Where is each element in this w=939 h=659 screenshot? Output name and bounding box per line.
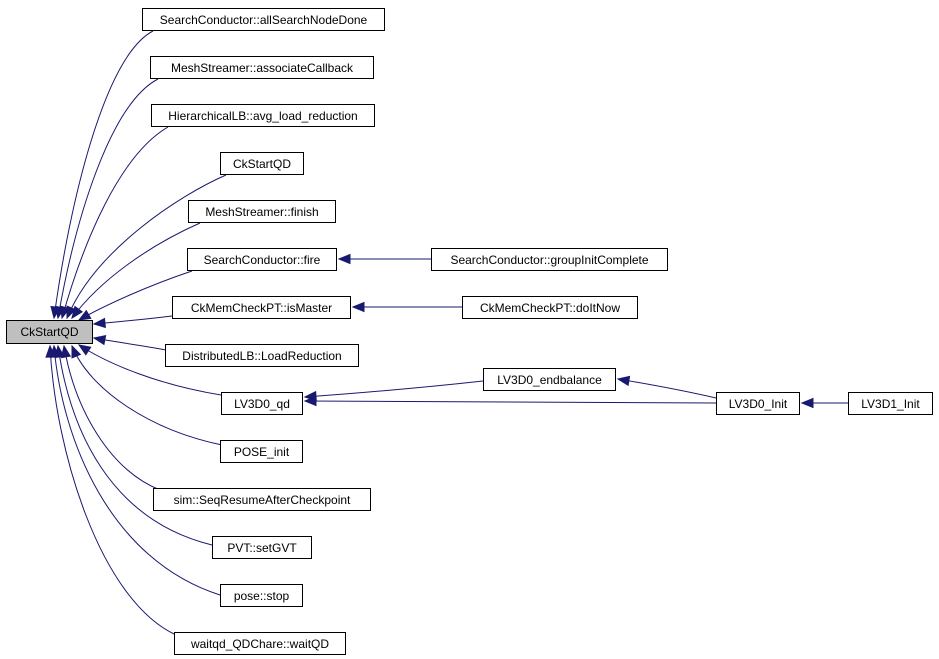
edge-ismaster-arrowhead	[92, 317, 106, 329]
node-search-conductor-fire[interactable]: SearchConductor::fire	[187, 248, 337, 271]
edge-poseinit-arrowhead	[71, 344, 82, 359]
node-lv3d0-endbalance[interactable]: LV3D0_endbalance	[483, 368, 616, 391]
edge-poseinit	[71, 345, 223, 446]
edge-init-to-qd-arrowhead	[303, 395, 317, 407]
edge-ismaster	[93, 315, 173, 325]
edge-lv3d1-to-lv3d0-arrowhead	[800, 397, 814, 409]
edge-waitqd	[49, 345, 177, 636]
edge-finish	[71, 222, 201, 319]
node-distributed-lb-load-reduction[interactable]: DistributedLB::LoadReduction	[165, 344, 359, 367]
node-lv3d1-init[interactable]: LV3D1_Init	[848, 392, 933, 415]
edge-doitnow-arrowhead	[351, 301, 365, 313]
node-lv3d0-qd[interactable]: LV3D0_qd	[221, 392, 303, 415]
node-ckstartqd-root: CkStartQD	[6, 320, 93, 344]
edge-ckstartqd-arrowhead	[66, 305, 77, 320]
edge-lv3d0qd	[78, 344, 222, 396]
node-waitqd-qdchare-waitqd[interactable]: waitqd_QDChare::waitQD	[174, 632, 346, 655]
node-ck-mem-check-pt-is-master[interactable]: CkMemCheckPT::isMaster	[172, 296, 351, 319]
edge-loadreduction-arrowhead	[92, 334, 107, 346]
node-mesh-streamer-finish[interactable]: MeshStreamer::finish	[188, 200, 336, 223]
edge-seqresume	[63, 345, 161, 491]
edge-avgloadreduction	[61, 126, 169, 319]
edge-init-to-endbalance-arrowhead	[616, 375, 631, 387]
node-pvt-set-gvt[interactable]: PVT::setGVT	[212, 536, 312, 559]
node-pose-init[interactable]: POSE_init	[220, 440, 303, 463]
edge-alltosearchnodedone	[53, 30, 154, 319]
node-search-conductor-all-search-node-done[interactable]: SearchConductor::allSearchNodeDone	[142, 8, 385, 31]
edge-endbalance-to-qd	[304, 380, 484, 398]
edge-init-to-qd	[304, 400, 717, 404]
edge-init-to-endbalance	[617, 378, 717, 399]
node-lv3d0-init[interactable]: LV3D0_Init	[716, 392, 800, 415]
node-sim-seq-resume-after-checkpoint[interactable]: sim::SeqResumeAfterCheckpoint	[153, 488, 371, 511]
edge-waitqd-arrowhead	[45, 344, 56, 358]
edge-ckstartqd	[66, 174, 227, 319]
node-ckstartqd[interactable]: CkStartQD	[220, 152, 304, 175]
edge-posestop	[53, 345, 221, 596]
edge-fire-arrowhead	[77, 309, 92, 321]
node-ck-mem-check-pt-do-it-now[interactable]: CkMemCheckPT::doItNow	[462, 296, 638, 319]
edge-finish-arrowhead	[71, 305, 84, 320]
edge-setgvt	[57, 345, 213, 546]
edge-groupinitcomplete-arrowhead	[337, 253, 351, 265]
edge-lv3d0qd-arrowhead	[77, 344, 92, 356]
node-search-conductor-group-init-complete[interactable]: SearchConductor::groupInitComplete	[431, 248, 668, 271]
edge-associatecallback	[57, 78, 159, 319]
node-mesh-streamer-associate-callback[interactable]: MeshStreamer::associateCallback	[150, 56, 374, 79]
node-pose-stop[interactable]: pose::stop	[220, 584, 303, 607]
node-hierarchical-lb-avg-load-reduction[interactable]: HierarchicalLB::avg_load_reduction	[151, 104, 375, 127]
